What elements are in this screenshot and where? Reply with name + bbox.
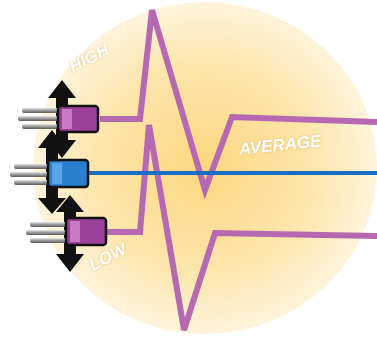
low-waveform: [105, 125, 377, 330]
average-plug: [10, 130, 88, 214]
average-line: [80, 171, 377, 175]
high-waveform: [100, 10, 377, 190]
glow-disc: [33, 2, 377, 334]
